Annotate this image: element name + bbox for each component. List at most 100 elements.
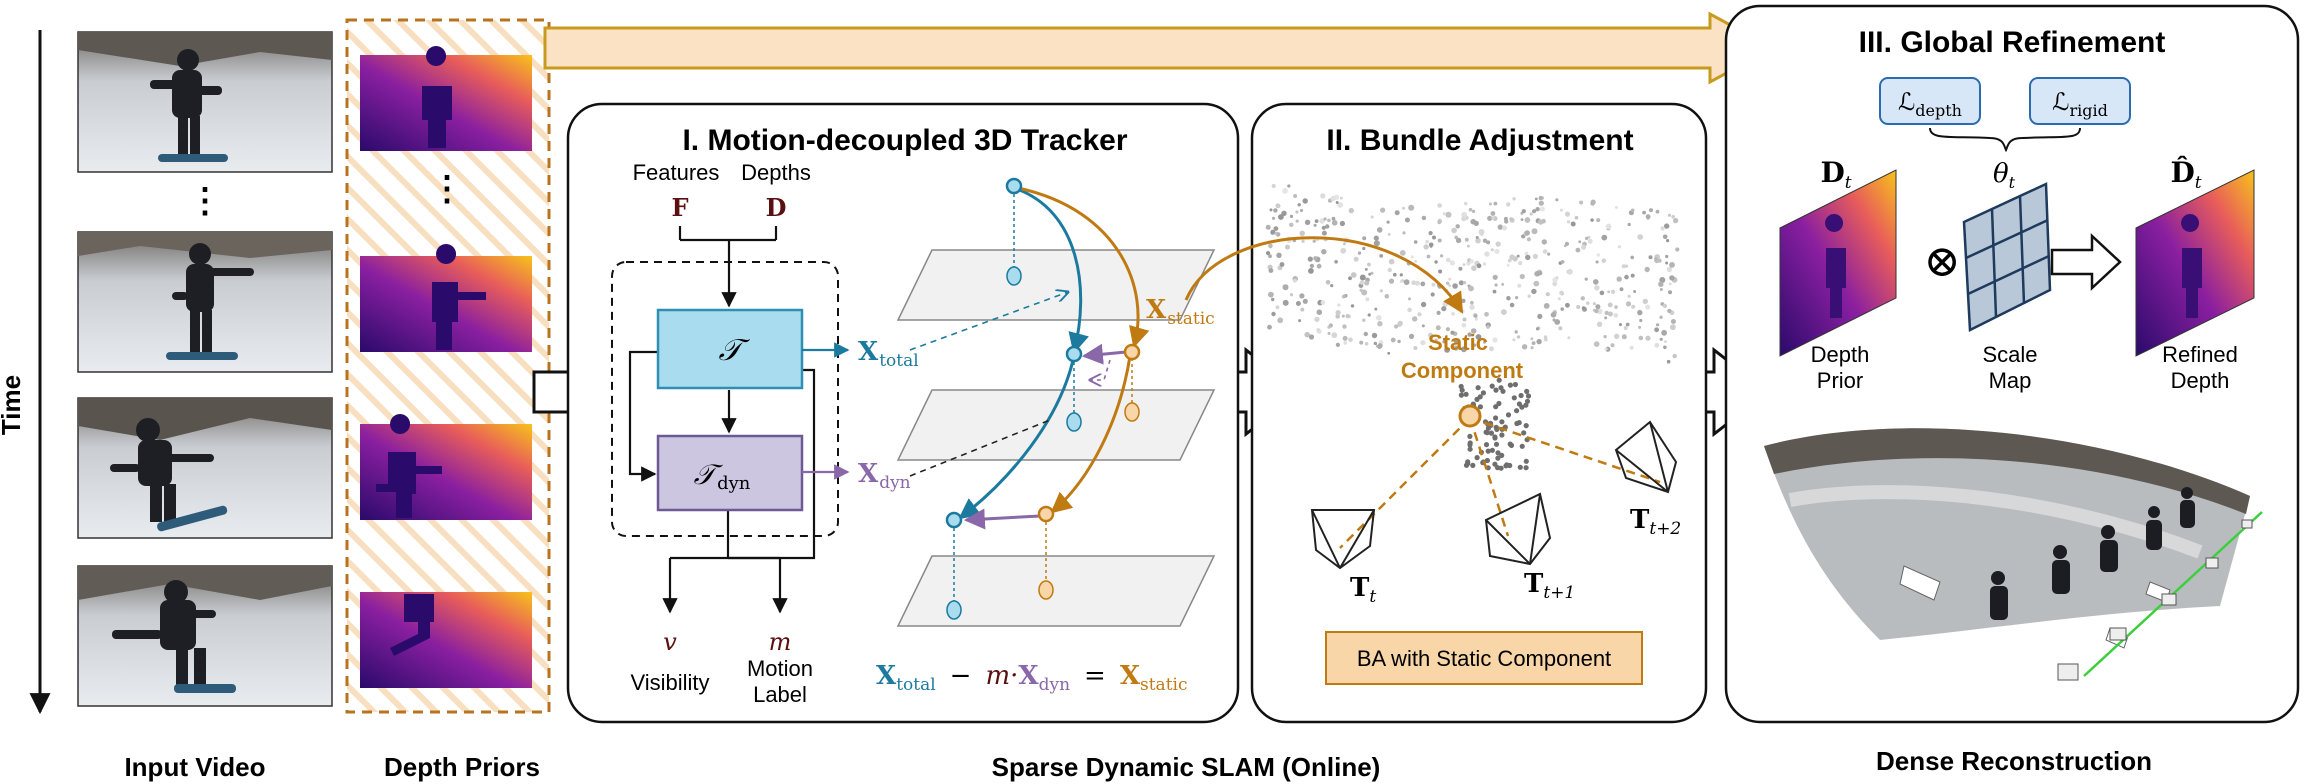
- point-cloud-point: [1455, 237, 1462, 244]
- point-cloud-point: [1504, 462, 1510, 468]
- point-cloud-point: [1660, 226, 1665, 231]
- point-cloud-point: [1334, 260, 1338, 264]
- point-cloud-point: [1273, 208, 1278, 213]
- point-cloud-point: [1295, 219, 1299, 223]
- point-cloud-point: [1607, 311, 1613, 317]
- point-cloud-point: [1295, 210, 1299, 214]
- point-cloud-point: [1368, 272, 1372, 276]
- point-cloud-point: [1299, 230, 1305, 236]
- point-cloud-point: [1342, 294, 1347, 299]
- point-cloud-point: [1672, 353, 1677, 359]
- point-cloud-point: [1671, 214, 1675, 219]
- video-frame: [77, 31, 333, 173]
- ba-title: II. Bundle Adjustment: [1326, 124, 1633, 157]
- refine-output-arrow: [2050, 233, 2122, 291]
- point-cloud-point: [1348, 207, 1355, 214]
- features-label: Features: [633, 160, 720, 185]
- point-cloud-point: [1565, 302, 1570, 308]
- point-cloud-point: [1314, 316, 1320, 323]
- point-cloud-point: [1617, 245, 1621, 249]
- point-cloud-point: [1387, 351, 1391, 355]
- point-cloud-point: [1438, 269, 1443, 274]
- point-cloud-point: [1484, 457, 1490, 464]
- point-cloud-point: [1517, 464, 1523, 470]
- point-cloud-point: [1330, 195, 1336, 202]
- point-cloud-point: [1337, 303, 1341, 307]
- point-cloud-point: [1362, 236, 1367, 241]
- point-cloud-point: [1539, 206, 1545, 212]
- point-cloud-point: [1555, 198, 1559, 202]
- point-cloud-point: [1511, 395, 1517, 401]
- point-cloud-point: [1550, 312, 1557, 318]
- dynamic-tracker-module: [656, 434, 804, 512]
- static-point: [1458, 404, 1482, 428]
- depth-map: [360, 592, 532, 688]
- point-cloud-point: [1590, 199, 1596, 205]
- point-cloud-point: [1300, 307, 1305, 312]
- point-cloud-point: [1325, 280, 1331, 285]
- point-cloud-point: [1525, 254, 1531, 261]
- point-cloud-point: [1570, 221, 1576, 227]
- refined-depth-line2: Depth: [2171, 368, 2230, 393]
- rigid-loss-box: [2029, 77, 2131, 125]
- bundle-adjustment-panel: II. Bundle Adjustment Static Component T…: [1184, 102, 1708, 724]
- point-cloud-point: [1482, 262, 1487, 266]
- point-cloud-point: [1462, 263, 1466, 266]
- point-cloud-point: [1662, 303, 1668, 309]
- point-cloud-point: [1348, 337, 1353, 343]
- ba-static-box-label: BA with Static Component: [1357, 646, 1611, 671]
- depth-loss-label: ℒdepth: [1898, 88, 1962, 120]
- point-cloud-point: [1313, 223, 1317, 227]
- point-cloud-point: [1536, 338, 1542, 345]
- point-cloud-point: [1331, 220, 1338, 226]
- point-cloud-point: [1538, 195, 1543, 201]
- point-cloud-point: [1506, 296, 1511, 301]
- point-cloud-point: [1414, 280, 1420, 286]
- point-cloud-point: [1287, 184, 1291, 188]
- point-cloud-point: [1467, 433, 1473, 439]
- point-cloud-point: [1436, 310, 1441, 315]
- point-cloud-point: [1373, 341, 1378, 346]
- point-cloud-point: [1266, 251, 1271, 256]
- point-cloud-point: [1319, 218, 1325, 224]
- point-cloud-point: [1594, 285, 1600, 291]
- point-cloud-point: [1518, 392, 1524, 399]
- point-cloud-point: [1566, 220, 1571, 224]
- point-cloud-point: [1667, 213, 1671, 217]
- camera-frustum: [1614, 420, 1678, 494]
- point-cloud-point: [1638, 335, 1644, 341]
- point-cloud-point: [1464, 201, 1468, 206]
- point-cloud-point: [1468, 207, 1473, 212]
- point-cloud-point: [1506, 202, 1511, 207]
- point-cloud-point: [1545, 292, 1550, 297]
- point-cloud-point: [1523, 458, 1529, 464]
- point-cloud-point: [1458, 280, 1464, 286]
- point-cloud-point: [1630, 255, 1634, 260]
- point-cloud-point: [1473, 343, 1477, 347]
- point-cloud-point: [1521, 344, 1528, 350]
- point-cloud-point: [1331, 332, 1338, 339]
- point-cloud-point: [1302, 198, 1308, 204]
- point-cloud-point: [1437, 220, 1441, 225]
- point-cloud-point: [1664, 223, 1670, 229]
- point-cloud-point: [1648, 208, 1654, 213]
- point-cloud-point: [1642, 298, 1649, 305]
- point-cloud-point: [1458, 266, 1463, 271]
- point-cloud-point: [1470, 300, 1474, 305]
- point-cloud-point: [1478, 229, 1485, 235]
- point-cloud-point: [1525, 393, 1532, 399]
- point-cloud-point: [1386, 220, 1390, 224]
- point-cloud-point: [1614, 305, 1618, 309]
- point-cloud-point: [1592, 302, 1596, 306]
- point-cloud-point: [1638, 325, 1642, 329]
- point-cloud-point: [1327, 325, 1331, 329]
- point-cloud-point: [1320, 300, 1326, 305]
- point-cloud-point: [1445, 327, 1450, 332]
- depths-symbol: D: [766, 193, 787, 222]
- refine-title: III. Global Refinement: [1859, 26, 2166, 59]
- point-cloud-point: [1335, 310, 1341, 316]
- point-cloud-point: [1483, 340, 1486, 344]
- point-cloud-point: [1596, 321, 1603, 327]
- point-cloud-point: [1670, 319, 1676, 324]
- point-cloud-point: [1275, 203, 1281, 209]
